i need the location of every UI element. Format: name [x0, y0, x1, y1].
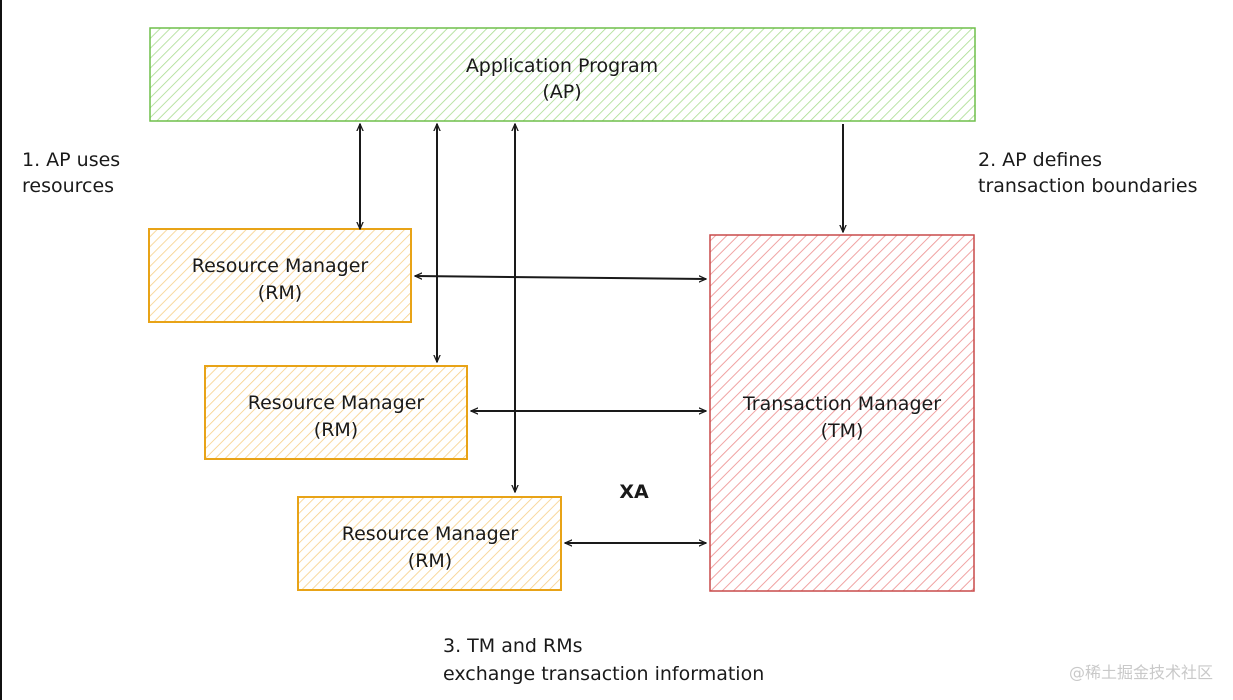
note-ap-uses-line1: 1. AP uses — [22, 149, 120, 171]
rm-abbr: (RM) — [258, 282, 302, 304]
tm-abbr: (TM) — [821, 420, 864, 442]
note-exchange-line1: 3. TM and RMs — [443, 635, 583, 657]
note-ap-defines-line1: 2. AP defines — [978, 149, 1102, 171]
resource-manager-box: Resource Manager (RM) — [297, 496, 562, 591]
rm-title: Resource Manager — [248, 392, 425, 414]
application-program-box: Application Program (AP) — [149, 27, 976, 122]
transaction-manager-box: Transaction Manager (TM) — [709, 234, 975, 592]
rm-abbr: (RM) — [408, 550, 452, 572]
resource-manager-box: Resource Manager (RM) — [204, 365, 468, 460]
ap-title: Application Program — [466, 55, 658, 77]
xa-label: XA — [619, 481, 649, 503]
rm-title: Resource Manager — [342, 523, 519, 545]
note-exchange-line2: exchange transaction information — [443, 663, 764, 685]
resource-manager-box: Resource Manager (RM) — [148, 228, 412, 323]
rm-title: Resource Manager — [192, 255, 369, 277]
tm-title: Transaction Manager — [742, 393, 941, 415]
note-ap-uses-line2: resources — [22, 175, 114, 197]
watermark: @稀土掘金技术社区 — [1069, 663, 1213, 682]
note-ap-defines-line2: transaction boundaries — [978, 175, 1198, 197]
left-border — [0, 0, 2, 700]
rm-abbr: (RM) — [314, 419, 358, 441]
rm1-tm-arrow — [415, 276, 706, 279]
ap-abbr: (AP) — [542, 81, 581, 103]
